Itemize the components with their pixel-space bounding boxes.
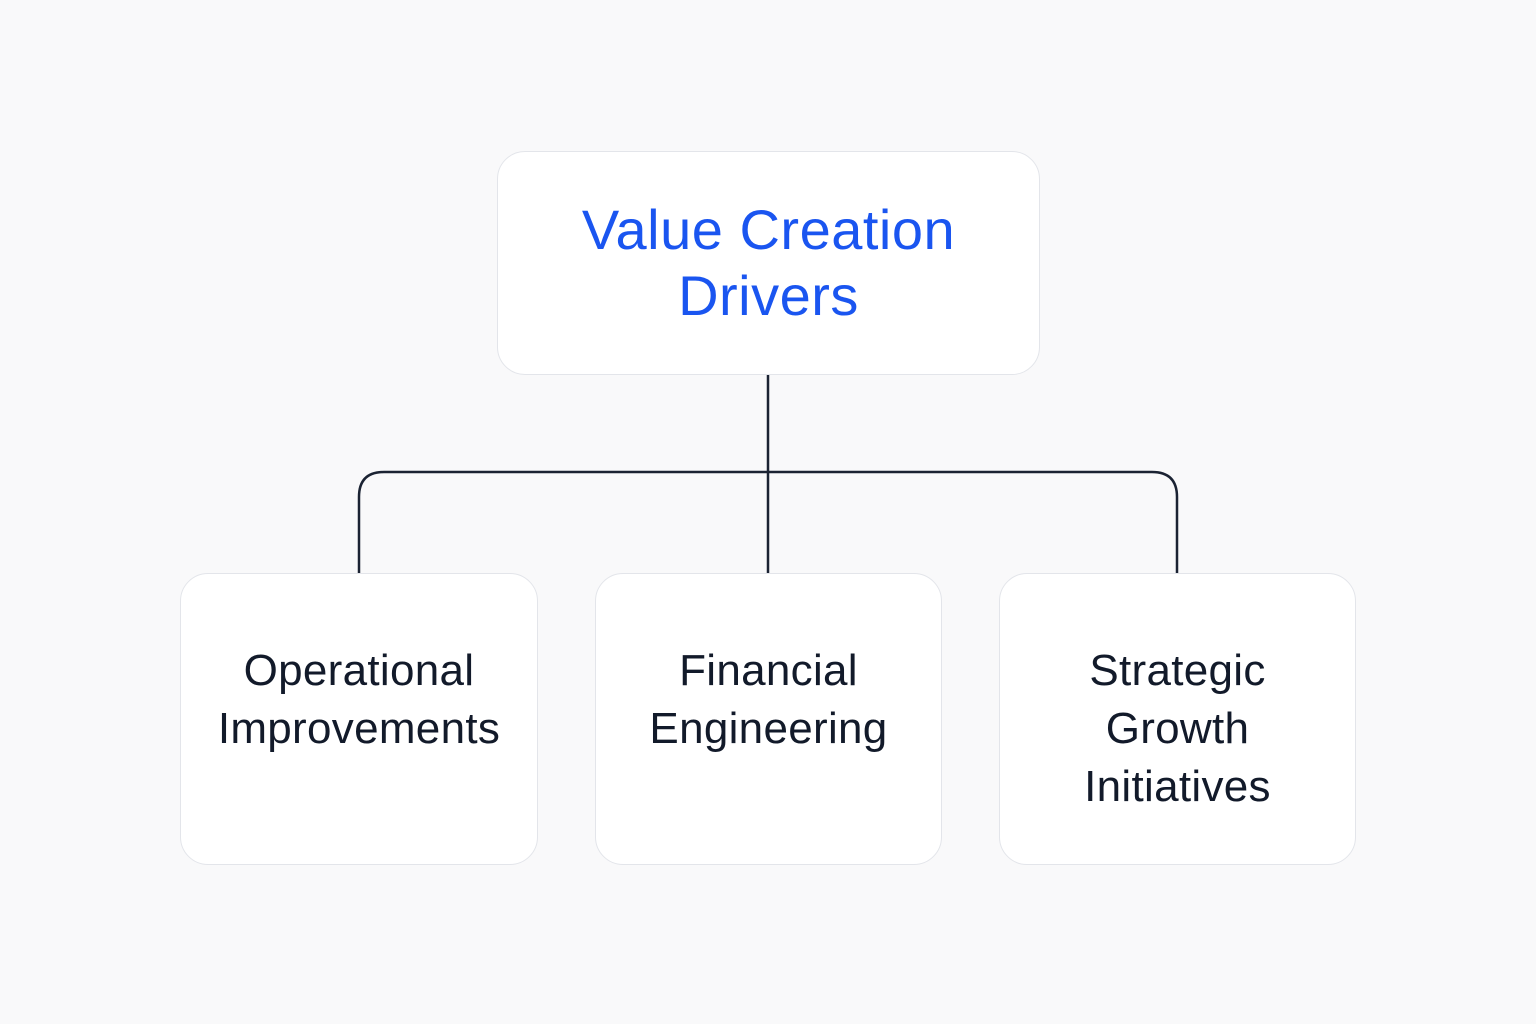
child-label-line-1: Strategic xyxy=(1089,646,1266,695)
child-node-strategic-growth-initiatives: Strategic Growth Initiatives xyxy=(999,573,1356,865)
root-node-value-creation-drivers: Value Creation Drivers xyxy=(497,151,1040,375)
child-label-line-3: Initiatives xyxy=(1084,762,1271,811)
child-label-line-2: Growth xyxy=(1105,704,1250,753)
child-label-line-2: Improvements xyxy=(217,704,501,753)
child-node-financial-engineering: Financial Engineering xyxy=(595,573,942,865)
child-label-line-1: Financial xyxy=(679,646,858,695)
child-label-line-2: Engineering xyxy=(649,704,888,753)
child-node-operational-improvements: Operational Improvements xyxy=(180,573,538,865)
root-label-line-2: Drivers xyxy=(678,264,859,327)
root-label-line-1: Value Creation xyxy=(581,198,956,261)
child-label-line-1: Operational xyxy=(243,646,475,695)
